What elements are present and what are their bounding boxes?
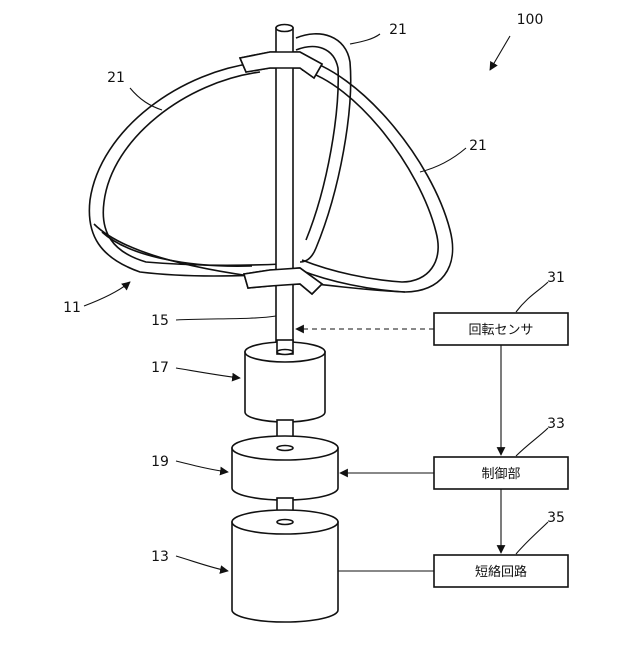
block-controller: 制御部 bbox=[434, 457, 568, 489]
ref-21-left: 21 bbox=[107, 70, 125, 86]
rotation-sensor-label: 回転センサ bbox=[468, 323, 533, 338]
ref-15: 15 bbox=[151, 313, 169, 329]
ref-21-top: 21 bbox=[389, 22, 407, 38]
ref-17: 17 bbox=[151, 360, 169, 376]
component-17 bbox=[245, 340, 325, 422]
ref-21-right: 21 bbox=[469, 138, 487, 154]
block-rotation-sensor: 回転センサ bbox=[434, 313, 568, 345]
turbine-blades bbox=[89, 34, 452, 294]
ref-31: 31 bbox=[547, 270, 565, 286]
block-short-circuit: 短絡回路 bbox=[434, 555, 568, 587]
component-19 bbox=[232, 436, 338, 500]
ref-100: 100 bbox=[517, 12, 544, 28]
short-circuit-label: 短絡回路 bbox=[475, 564, 527, 580]
shaft-top bbox=[276, 25, 293, 32]
blade-right-outer bbox=[300, 58, 453, 292]
controller-label: 制御部 bbox=[481, 467, 520, 482]
ref-13: 13 bbox=[151, 549, 169, 565]
component-13 bbox=[232, 510, 338, 622]
ref-35: 35 bbox=[547, 510, 565, 526]
ref-19: 19 bbox=[151, 454, 169, 470]
shaft-body bbox=[276, 28, 293, 363]
blade-bottom-inner bbox=[102, 232, 252, 266]
blade-left-inner bbox=[103, 72, 282, 265]
ref-11: 11 bbox=[63, 300, 81, 316]
shaft bbox=[240, 25, 322, 364]
ref-33: 33 bbox=[547, 416, 565, 432]
